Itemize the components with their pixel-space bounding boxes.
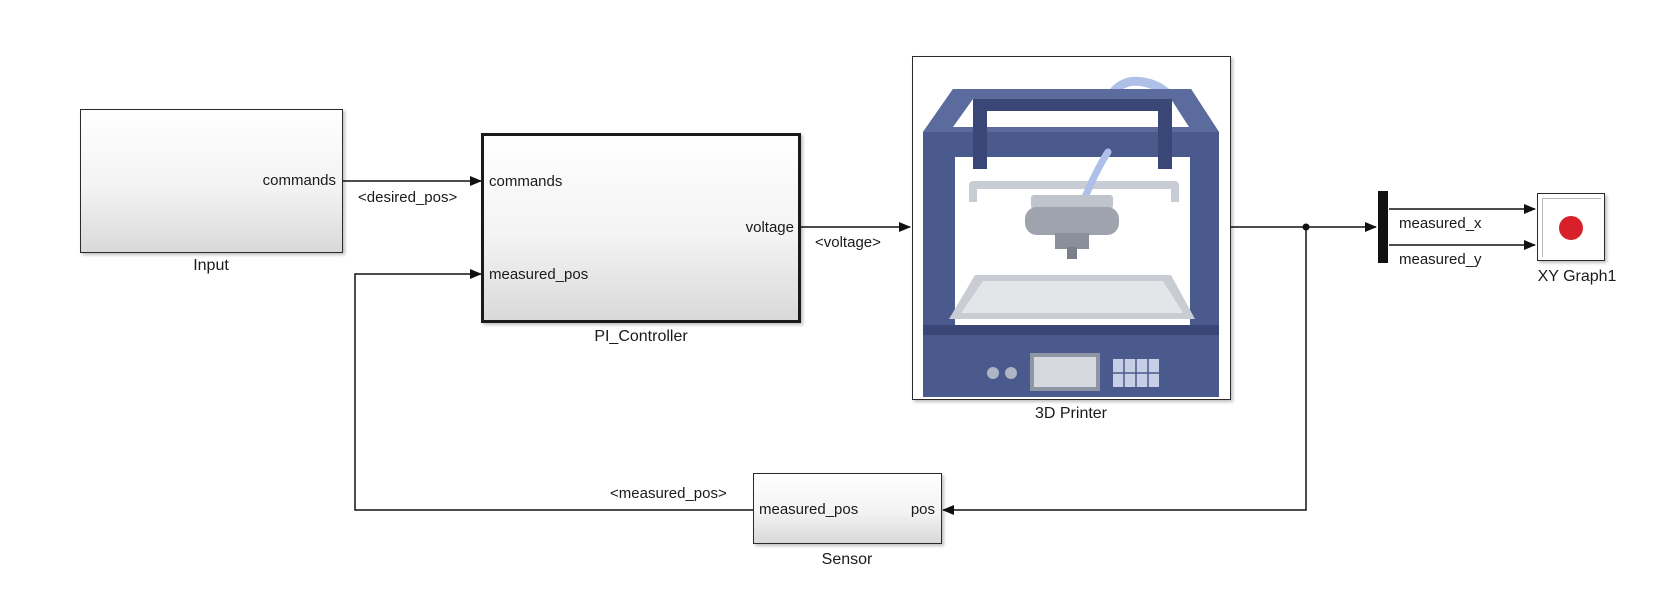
input-block[interactable]: commands bbox=[80, 109, 343, 253]
sensor-in-port-label: pos bbox=[910, 501, 935, 518]
input-block-label: Input bbox=[193, 257, 229, 274]
sensor-block-label: Sensor bbox=[821, 551, 873, 568]
mux-out-port-measured-y: measured_y bbox=[1399, 251, 1482, 268]
printer-block[interactable] bbox=[912, 56, 1231, 400]
pi-controller-block-label: PI_Controller bbox=[594, 328, 688, 345]
mux-out-port-measured-x: measured_x bbox=[1399, 215, 1482, 232]
pi-out-port-voltage: voltage bbox=[745, 219, 794, 236]
signal-label-voltage: <voltage> bbox=[815, 234, 881, 251]
record-dot-icon bbox=[1559, 216, 1583, 240]
line-sensor-to-pi bbox=[354, 269, 753, 511]
xy-graph-block[interactable] bbox=[1537, 193, 1605, 261]
line-branch-to-sensor bbox=[942, 227, 1307, 515]
printer-block-label: 3D Printer bbox=[1034, 405, 1108, 422]
xy-graph-block-label: XY Graph1 bbox=[1537, 268, 1617, 285]
sensor-block[interactable]: measured_pos pos bbox=[753, 473, 942, 544]
signal-label-measured-pos: <measured_pos> bbox=[610, 485, 727, 502]
mux-block[interactable] bbox=[1378, 191, 1388, 263]
input-out-port-label: commands bbox=[262, 172, 336, 189]
pi-in-port-commands: commands bbox=[489, 173, 563, 190]
pi-in-port-measured-pos: measured_pos bbox=[489, 266, 589, 283]
3d-printer-icon bbox=[923, 76, 1219, 397]
pi-controller-block[interactable]: commands measured_pos voltage bbox=[481, 133, 801, 323]
signal-label-desired-pos: <desired_pos> bbox=[358, 189, 458, 206]
xy-graph-frame bbox=[1542, 198, 1601, 257]
sensor-out-port-label: measured_pos bbox=[759, 501, 859, 518]
